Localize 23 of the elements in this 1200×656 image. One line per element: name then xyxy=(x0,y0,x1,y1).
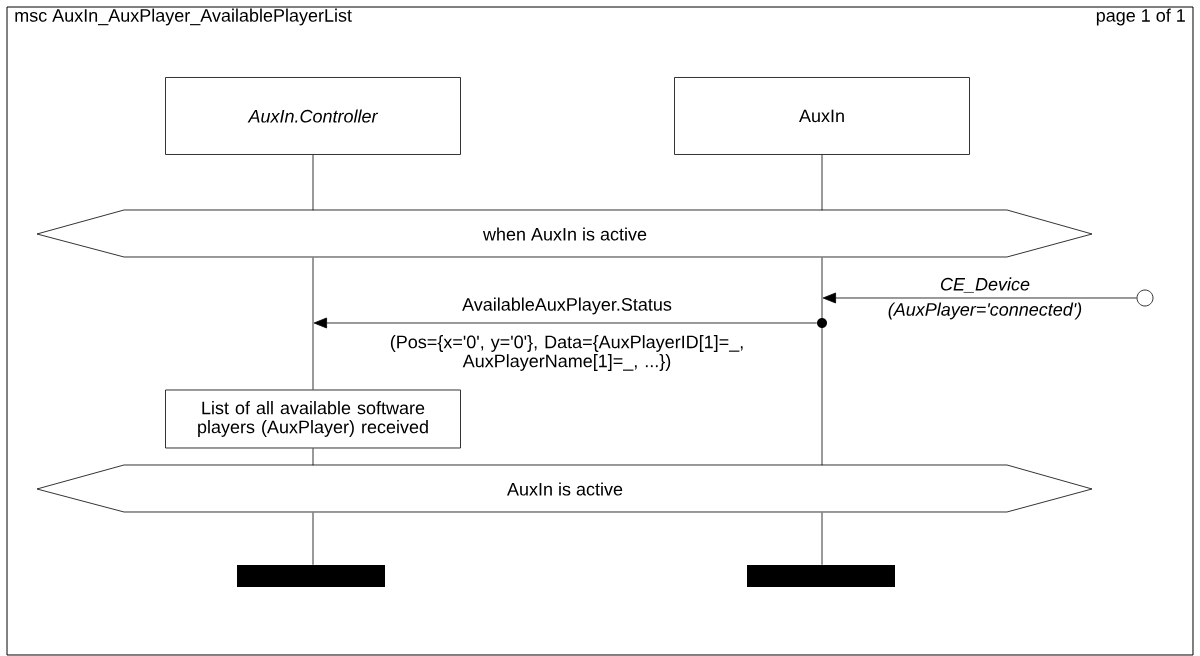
message-arrow xyxy=(313,317,818,329)
lifeline xyxy=(312,257,314,390)
edge-label: CE_Device xyxy=(940,277,1030,293)
lifeline xyxy=(821,512,823,566)
edge-label: AvailableAuxPlayer.Status xyxy=(462,297,672,315)
gate-circle xyxy=(1136,289,1154,307)
condition-hexagon: AuxIn is active xyxy=(36,464,1093,513)
lifeline-head-box: AuxIn.Controller xyxy=(165,77,461,155)
lifeline xyxy=(821,257,823,466)
lifeline-end-bar xyxy=(747,565,895,587)
lifeline xyxy=(312,154,314,211)
lifeline-head-box: List of all available software players (AuxPlayer) received xyxy=(165,389,461,449)
condition-hexagon: when AuxIn is active xyxy=(36,209,1093,258)
lifeline-head-box: AuxIn xyxy=(674,77,970,155)
lifeline xyxy=(312,512,314,566)
diagram-title: msc AuxIn_AuxPlayer_AvailablePlayerList xyxy=(15,8,352,26)
lifeline-end-bar xyxy=(237,565,385,587)
message-arrow xyxy=(822,292,1137,304)
lifeline xyxy=(821,154,823,211)
parameter-label: (AuxPlayer='connected') xyxy=(888,302,1082,320)
lifeline xyxy=(312,448,314,466)
page-number: page 1 of 1 xyxy=(1096,8,1185,26)
parameter-label: (Pos={x='0', y='0'}, Data={AuxPlayerID[1]=_, AuxPlayerName[1]=_, ...}) xyxy=(390,335,743,371)
